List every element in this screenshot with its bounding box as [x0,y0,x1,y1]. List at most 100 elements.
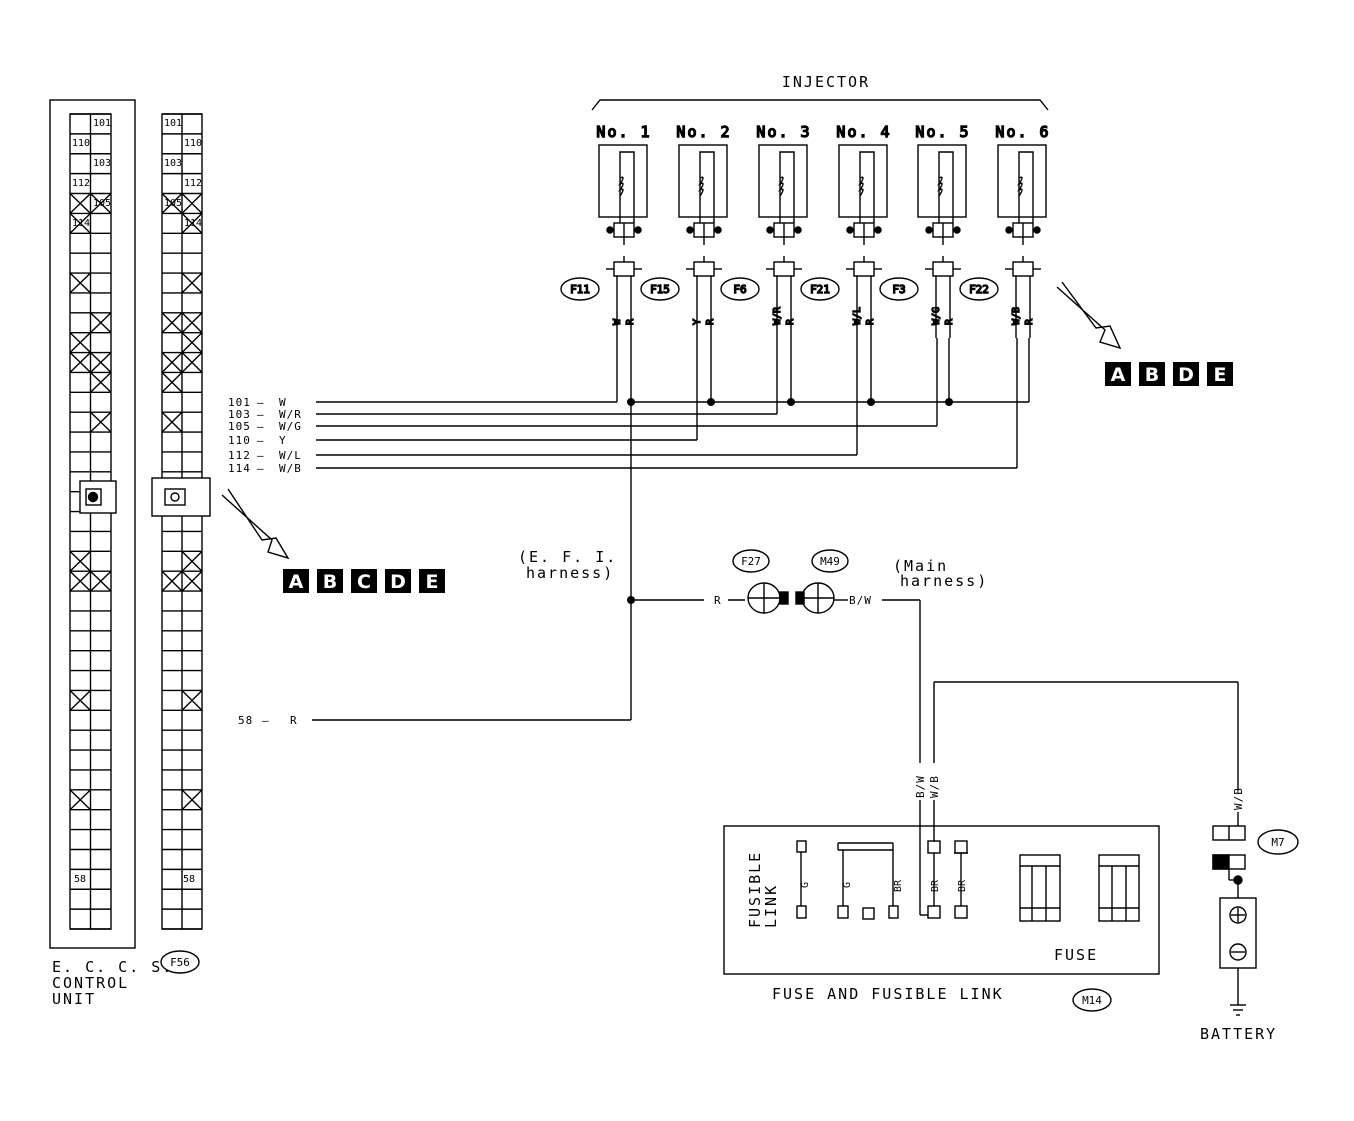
ecu-harness-connector [151,113,211,930]
ecu-connector [49,99,136,949]
injector-label: No. 6 [995,123,1050,141]
efi-harness-label-line2: harness) [526,564,614,582]
signal-dash: — [257,396,265,409]
signal-wire-color: W/G [279,420,302,433]
injector-wire-color: R [705,318,716,325]
signal-terminal: 103 [228,408,251,421]
main-harness-label-line1: (Main [893,557,948,575]
link-color: BR [930,879,941,892]
connector-tag-m7: M7 [1271,836,1284,849]
injector-label: No. 5 [915,123,970,141]
connector-tag: F3 [892,283,905,296]
wire-dash: — [262,714,270,727]
efi-wire-color: R [714,594,722,607]
signal-wire-color: Y [279,434,287,447]
ecu-terminal: 105 [93,198,111,209]
ecu-terminal: 112 [72,178,90,189]
badge-letter: C [357,571,371,593]
injector-wire-color: W/R [772,306,783,325]
injector-label: No. 1 [596,123,651,141]
badge [283,569,309,593]
connector-m49 [795,549,849,614]
harness-terminal-58: 58 [183,874,195,885]
injector-wire-color: W/G [931,307,942,325]
harness-terminal: 101 [164,118,182,129]
badge [385,569,411,593]
signal-terminal: 112 [228,449,251,462]
injector-wire-color: Y [692,319,703,325]
ecu-terminal: 110 [72,138,90,149]
injector-wire-color: W/B [1011,307,1022,325]
signal-terminal: 110 [228,434,251,447]
link-color: G [842,882,853,888]
connector-f27 [732,549,789,614]
link-color: BR [893,879,904,892]
injector-title: INJECTOR [782,73,870,91]
fusible-link-label-line2: LINK [762,884,780,928]
harness-terminal: 103 [164,158,182,169]
signal-wire-color: W [279,396,287,409]
badge [351,569,377,593]
wire-color-58: R [290,714,298,727]
junction-dots [627,398,953,604]
connector-tag: F21 [810,283,830,296]
injector-brace [591,99,1049,111]
fuse-label: FUSE [1054,946,1098,964]
battery-label: BATTERY [1200,1025,1277,1043]
badge [1139,362,1165,386]
injector-label: No. 3 [756,123,811,141]
fusible-link-label-line1: FUSIBLE [746,851,764,928]
badge [1207,362,1233,386]
arrow-icon [1056,281,1122,350]
fuse-box [723,825,1160,1012]
badge [317,569,343,593]
main-wire-color: B/W [849,594,872,607]
ecu-terminal: 101 [93,118,111,129]
connector-tag-f56 [160,950,200,974]
signal-terminal: 101 [228,396,251,409]
signal-dash: — [257,408,265,421]
badge-letter: E [1214,364,1227,386]
signal-dash: — [257,462,265,475]
harness-terminal: 112 [184,178,202,189]
ecu-terminal-58: 58 [74,874,86,885]
ecu-connector-tag: F56 [170,956,190,969]
injector-label: No. 2 [676,123,731,141]
connector-tag: F11 [570,283,590,296]
battery-symbol [1212,825,1299,1016]
ecu-label-line1: E. C. C. S. [52,958,173,976]
connector-tag: F22 [969,283,989,296]
ecu-terminal: 114 [72,218,90,229]
badge [1173,362,1199,386]
harness-terminal: 105 [164,198,182,209]
injector-wire-color: W/L [852,307,863,325]
ecu-terminal: 103 [93,158,111,169]
signal-wire-color: W/L [279,449,302,462]
badge-letter: E [426,571,439,593]
ecu-label-line3: UNIT [52,990,96,1008]
injector-wire-color: R [625,318,636,325]
signal-dash: — [257,420,265,433]
injector-wire-color: R [1024,318,1035,325]
injector-label: No. 4 [836,123,891,141]
efi-harness-label-line1: (E. F. I. [518,548,617,566]
badge-letter: B [1145,364,1159,386]
battery-wire: W/B [1232,787,1245,810]
connector-tag: F6 [733,283,746,296]
connector-tag-f27: F27 [741,555,761,568]
badge-letter: A [1111,364,1126,386]
injector-wire-color: R [944,318,955,325]
connector-tag-m14: M14 [1082,994,1102,1007]
signal-dash: — [257,449,265,462]
badge [419,569,445,593]
ecu-label-line2: CONTROL [52,974,129,992]
badge-letter: D [1178,364,1194,386]
arrow-icon [221,488,290,560]
signal-wire-color: W/B [279,462,302,475]
